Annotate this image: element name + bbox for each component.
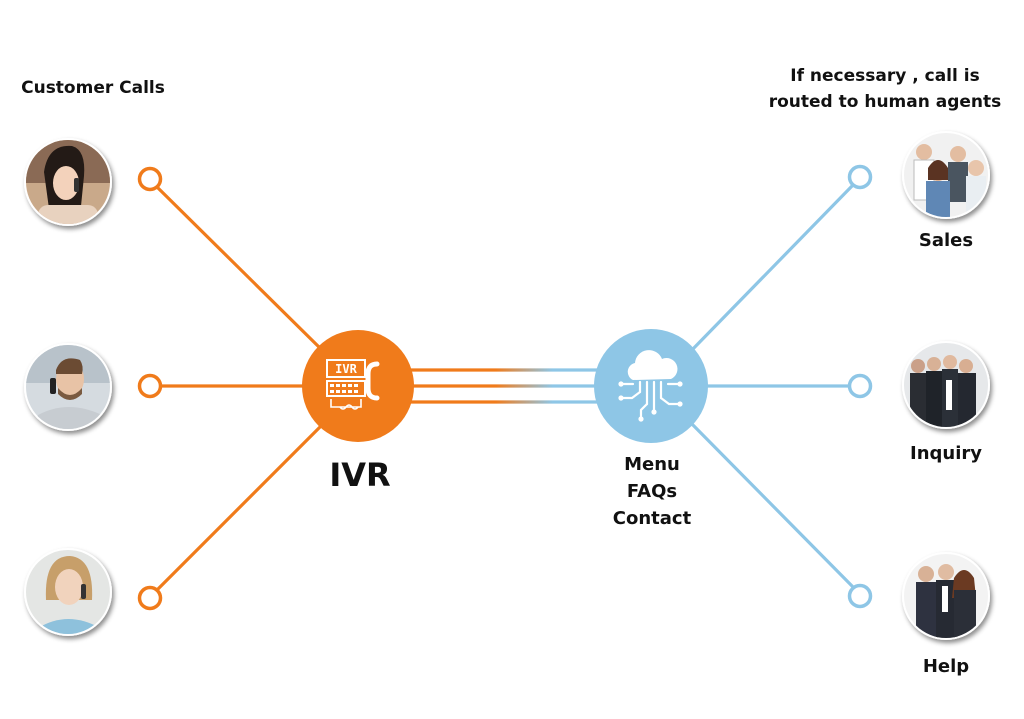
customer-avatar-3 bbox=[24, 548, 112, 636]
customer-avatar-1 bbox=[24, 138, 112, 226]
ivr-icon-text: IVR bbox=[335, 362, 357, 376]
connector-customer-3 bbox=[155, 423, 324, 592]
customer-calls-label: Customer Calls bbox=[21, 78, 165, 98]
agent-node-inquiry bbox=[847, 373, 873, 399]
orange-connectors bbox=[155, 185, 324, 592]
agent-nodes bbox=[847, 164, 873, 609]
ivr-hub: IVR bbox=[302, 330, 414, 442]
agent-group-label-sales: Sales bbox=[918, 230, 974, 251]
agent-group-label-help: Help bbox=[922, 656, 970, 677]
cloud-options: Menu FAQs Contact bbox=[590, 451, 714, 532]
agent-group-photo-inquiry bbox=[902, 341, 990, 429]
connector-customer-1 bbox=[155, 185, 324, 352]
customer-node-2 bbox=[137, 373, 163, 399]
agent-group-label-inquiry: Inquiry bbox=[910, 443, 982, 464]
trunk-lines bbox=[410, 368, 600, 404]
customer-node-3 bbox=[137, 585, 163, 611]
customer-avatar-2 bbox=[24, 343, 112, 431]
cloud-hub-circle bbox=[594, 329, 708, 443]
ivr-phone-icon: IVR bbox=[326, 359, 380, 410]
cloud-option-faqs: FAQs bbox=[626, 481, 678, 502]
customer-nodes bbox=[137, 166, 163, 611]
ivr-label: IVR bbox=[329, 456, 391, 494]
cloud-option-menu: Menu bbox=[624, 454, 680, 475]
connector-agent-sales bbox=[688, 183, 855, 354]
cloud-network-icon bbox=[618, 350, 683, 422]
agent-node-sales bbox=[847, 164, 873, 190]
blue-connectors bbox=[688, 183, 855, 589]
agent-group-photo-sales bbox=[902, 131, 990, 219]
cloud-option-contact: Contact bbox=[612, 508, 692, 529]
agents-routing-note: If necessary , call is routed to human a… bbox=[768, 66, 1002, 112]
cloud-hub bbox=[594, 329, 708, 443]
connector-agent-help bbox=[688, 420, 855, 589]
agent-group-photo-help bbox=[902, 552, 990, 640]
agent-node-help bbox=[847, 583, 873, 609]
customer-node-1 bbox=[137, 166, 163, 192]
